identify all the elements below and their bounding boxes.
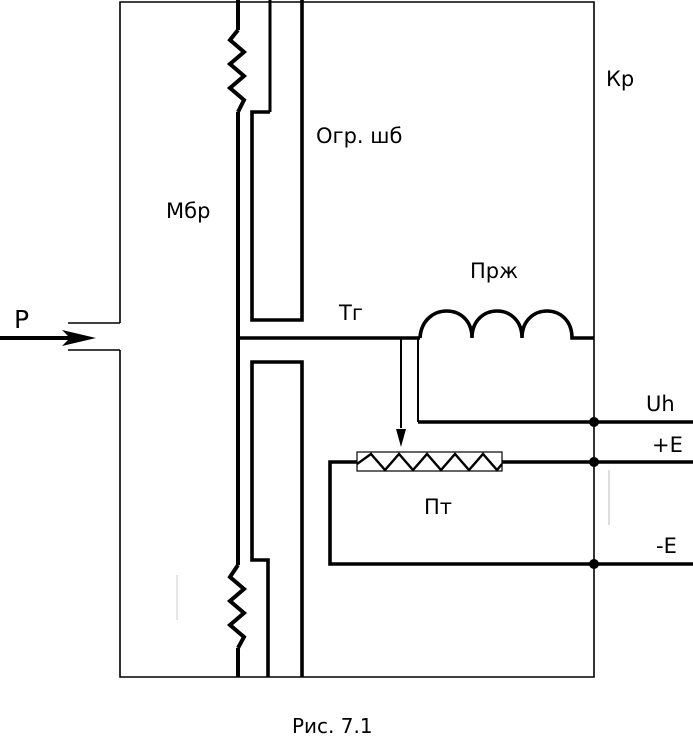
- uh-terminal-dot: [589, 417, 599, 427]
- minus-e-terminal-dot: [589, 559, 599, 569]
- label-supply-plus: +E: [652, 433, 683, 457]
- spring-coil: [418, 309, 594, 340]
- pressure-arrow-head: [62, 330, 96, 346]
- limit-washer-bottom-piece: [250, 360, 304, 677]
- limit-washer-top-piece: [250, 0, 304, 322]
- potentiometer-zigzag: [356, 452, 503, 472]
- label-output-voltage: Uh: [646, 392, 675, 416]
- label-supply-minus: -E: [656, 534, 677, 558]
- label-membrane: Мбр: [166, 199, 210, 223]
- wiper-arrow-head: [396, 429, 406, 447]
- membrane-upper-bellows: [226, 28, 248, 113]
- label-pressure: P: [14, 305, 29, 334]
- membrane-lower-bellows: [226, 563, 248, 649]
- label-rod: Тг: [338, 301, 363, 325]
- label-potentiometer: Пт: [424, 495, 452, 519]
- label-housing: Кр: [606, 67, 634, 91]
- label-spring: Прж: [470, 259, 518, 283]
- figure-caption: Рис. 7.1: [292, 714, 373, 738]
- label-limit-washer: Огр. шб: [316, 124, 402, 148]
- minus-e-wire: [328, 460, 693, 566]
- plus-e-terminal-dot: [589, 457, 599, 467]
